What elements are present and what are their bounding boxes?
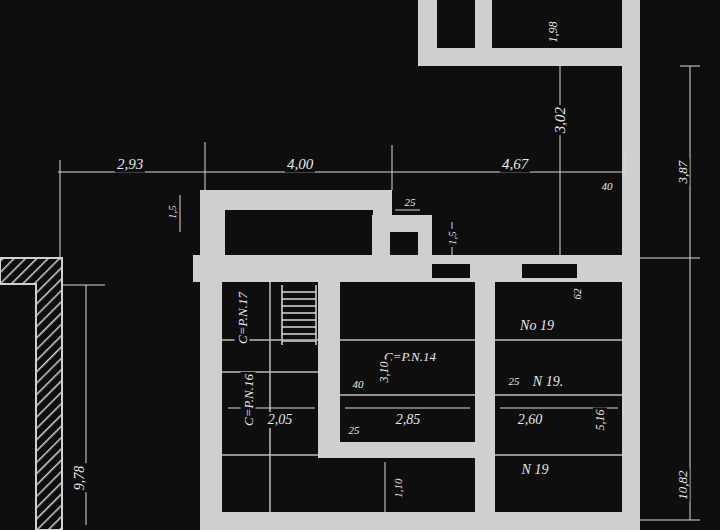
dimension-label: C=P.N.17 xyxy=(235,290,250,346)
dimension-label: C=P.N.16 xyxy=(241,372,256,428)
dimension-label: 5,16 xyxy=(593,408,607,433)
dimension-label: N 19. xyxy=(531,374,565,390)
dimension-label: 1,98 xyxy=(546,20,560,45)
dimension-label: 4,00 xyxy=(285,156,315,173)
dimension-label: 2,05 xyxy=(266,412,295,428)
dimension-label: 1,10 xyxy=(392,476,405,499)
dimension-label: 2,93 xyxy=(115,156,145,173)
dimension-label: 2,60 xyxy=(516,412,545,428)
dimension-label: 40 xyxy=(600,180,615,193)
dimension-label: 25 xyxy=(403,196,418,209)
dimension-label: No 19 xyxy=(518,318,556,334)
dimension-label: 3,87 xyxy=(675,159,690,186)
dimension-label: 3,02 xyxy=(552,105,569,135)
dimension-label: 1,5 xyxy=(446,229,459,247)
dimension-label: 9,78 xyxy=(72,464,88,493)
dimension-label: 3,10 xyxy=(377,360,391,385)
dimension-label: 40 xyxy=(351,378,366,391)
dimension-label: 25 xyxy=(347,424,362,437)
dimension-label: 62 xyxy=(571,287,584,302)
dimension-label: N 19 xyxy=(520,462,551,478)
dimension-label: 4,67 xyxy=(500,156,530,173)
dimension-label: 1,5 xyxy=(166,203,179,221)
dimension-label: 25 xyxy=(507,375,522,388)
dimension-label: 2,85 xyxy=(394,412,423,428)
dimension-label: 10,82 xyxy=(675,468,690,501)
